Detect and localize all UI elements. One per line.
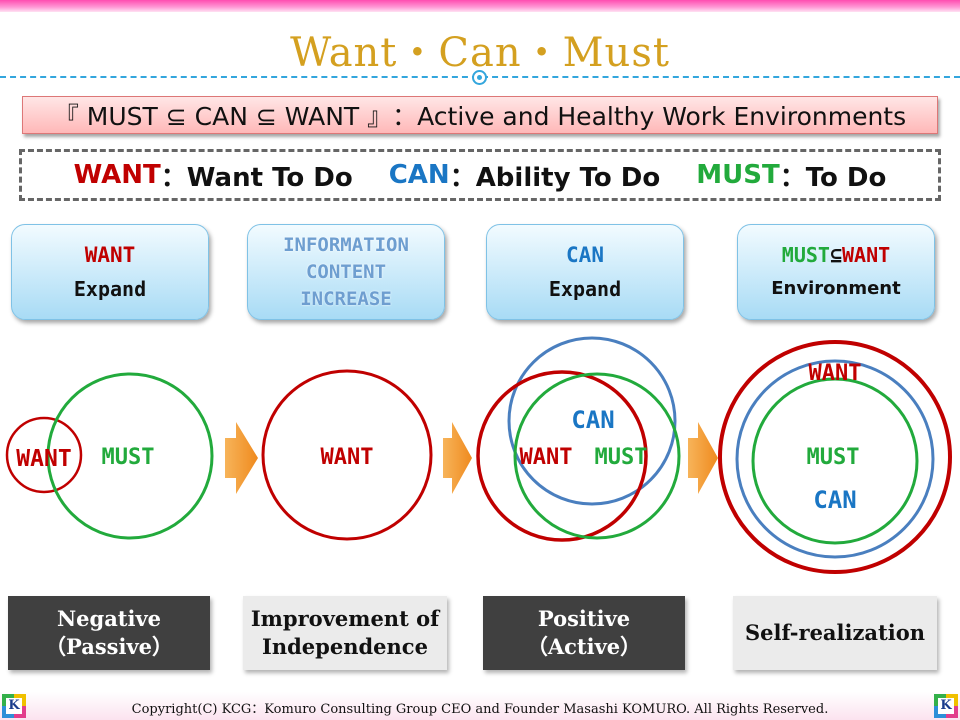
want-definition: ：Want To Do bbox=[160, 162, 353, 193]
stage2-want-circle bbox=[261, 369, 433, 541]
card-want-expand: WANT Expand bbox=[11, 224, 209, 320]
stage1-must-circle bbox=[46, 372, 214, 540]
stage-label-positive-line2: （Active） bbox=[526, 634, 642, 659]
stage3-want-label: WANT bbox=[520, 445, 573, 470]
stage-label-independence-line1: Improvement of bbox=[250, 606, 440, 631]
formula-text: 『 MUST ⊆ CAN ⊆ WANT 』 bbox=[53, 102, 393, 131]
page-title: Want・Can・Must bbox=[290, 30, 670, 76]
card-environment-want: WANT bbox=[842, 243, 891, 267]
card-can-expand-title: CAN bbox=[566, 243, 604, 267]
stage-label-independence: Improvement of Independence bbox=[243, 596, 447, 670]
right-arrow-icon bbox=[443, 422, 472, 494]
card-info-line1: INFORMATION bbox=[283, 233, 409, 256]
stage3-must-label: MUST bbox=[595, 445, 648, 470]
card-environment-subtitle: Environment bbox=[771, 278, 901, 299]
stage4-can-circle bbox=[735, 359, 935, 559]
card-environment-subset: ⊆ bbox=[829, 243, 843, 267]
k-logo-letter: K bbox=[6, 698, 22, 714]
stage3-must-circle bbox=[513, 372, 681, 540]
stage-label-self-line1: Self-realization bbox=[745, 620, 925, 645]
card-info-line2: CONTENT bbox=[305, 260, 387, 283]
card-info-line3: INCREASE bbox=[300, 287, 392, 310]
right-arrow-icon bbox=[225, 422, 258, 494]
card-environment-must: MUST bbox=[781, 243, 830, 267]
card-want-expand-title: WANT bbox=[84, 243, 136, 267]
banner-subtitle: ：Active and Healthy Work Environments bbox=[392, 102, 907, 131]
card-can-expand: CAN Expand bbox=[486, 224, 684, 320]
stage4-must-circle bbox=[751, 377, 919, 545]
stage-label-negative-line2: （Passive） bbox=[44, 634, 174, 659]
stage-label-self-realization: Self-realization bbox=[733, 596, 937, 670]
must-definition: ：To Do bbox=[779, 162, 887, 193]
must-term: MUST bbox=[696, 160, 780, 190]
top-accent-bar bbox=[0, 0, 960, 12]
card-environment-title: MUST⊆WANT bbox=[782, 238, 890, 272]
stage3-can-circle bbox=[507, 336, 677, 506]
stage4-want-circle bbox=[718, 340, 952, 574]
stage-label-independence-line2: Independence bbox=[262, 634, 428, 659]
stage2-want-label: WANT bbox=[321, 445, 374, 470]
stage4-want-label: WANT bbox=[809, 361, 862, 386]
card-environment: MUST⊆WANT Environment bbox=[737, 224, 935, 320]
formula-banner: 『 MUST ⊆ CAN ⊆ WANT 』 ：Active and Health… bbox=[22, 96, 938, 134]
right-arrow-icon bbox=[688, 422, 718, 494]
venn-diagram: WANT MUST WANT CAN WANT MUST WANT MUST C… bbox=[5, 336, 952, 574]
stage3-want-circle bbox=[476, 370, 648, 542]
card-information-increase: INFORMATION CONTENT INCREASE bbox=[247, 224, 445, 320]
stage1-must-label: MUST bbox=[102, 445, 155, 470]
stage-label-negative-line1: Negative bbox=[56, 606, 162, 631]
footer-bar bbox=[0, 692, 960, 720]
stage4-must-label: MUST bbox=[807, 445, 860, 470]
stage-label-positive-line1: Positive bbox=[537, 606, 631, 631]
copyright-text: Copyright(C) KCG：Komuro Consulting Group… bbox=[131, 702, 829, 717]
stage1-want-label: WANT bbox=[16, 446, 71, 472]
k-logo-letter: K bbox=[938, 698, 954, 714]
divider-dot-icon bbox=[472, 70, 487, 85]
k-logo-icon: K bbox=[2, 694, 26, 718]
stage1-want-circle bbox=[5, 416, 83, 494]
stage-label-negative: Negative （Passive） bbox=[8, 596, 210, 670]
definitions-box: WANT ：Want To Do CAN ：Ability To Do MUST… bbox=[19, 149, 941, 201]
k-logo-icon: K bbox=[934, 694, 958, 718]
can-definition: ：Ability To Do bbox=[449, 162, 661, 193]
want-term: WANT bbox=[73, 160, 161, 190]
stage3-can-label: CAN bbox=[571, 406, 614, 434]
card-want-expand-subtitle: Expand bbox=[73, 277, 147, 301]
card-can-expand-subtitle: Expand bbox=[548, 277, 622, 301]
stage4-can-label: CAN bbox=[813, 486, 856, 514]
stage-label-positive: Positive （Active） bbox=[483, 596, 685, 670]
can-term: CAN bbox=[388, 160, 450, 190]
